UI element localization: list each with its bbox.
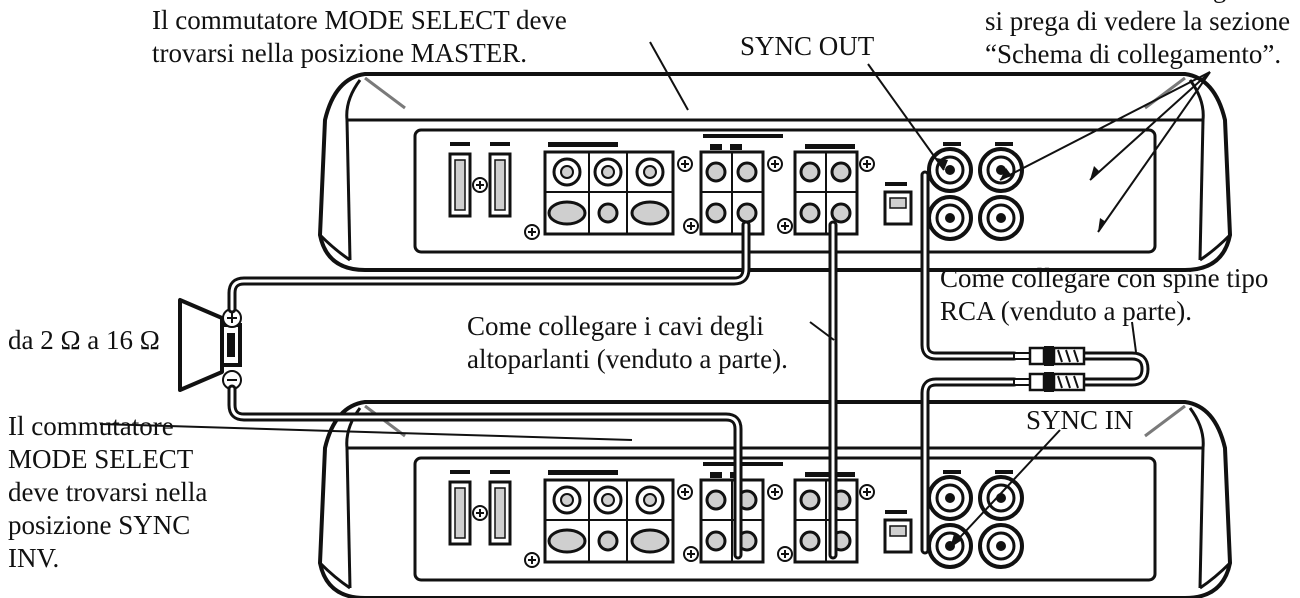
impedance-range-label: da 2 Ω a 16 Ω (8, 325, 160, 355)
wiring-schema-note: del veicolo. Per dettagli in merito si p… (985, 0, 1300, 69)
leader-lines (99, 41, 1211, 549)
sync-out-label: SYNC OUT (740, 31, 875, 61)
speaker-wires (227, 220, 838, 560)
rca-connection-note: Come collegare con spine tipo RCA (vendu… (940, 263, 1269, 326)
rca-cable (920, 170, 1150, 555)
master-mode-note: Il commutatore MODE SELECT deve trovarsi… (152, 5, 567, 68)
slave-mode-note: Il commutatore MODE SELECT deve trovarsi… (8, 411, 208, 573)
speaker-icon (178, 298, 242, 392)
speaker-cable-note: Come collegare i cavi degli altoparlanti… (467, 311, 788, 374)
sync-in-label: SYNC IN (1026, 405, 1134, 435)
